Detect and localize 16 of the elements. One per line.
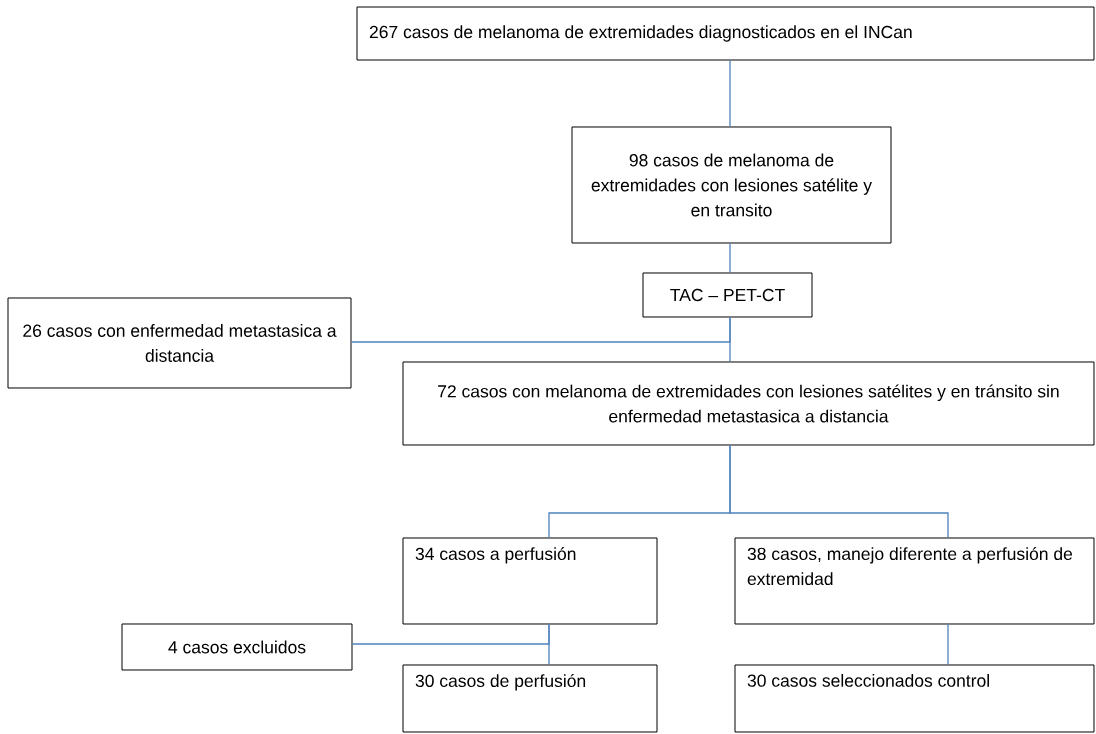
connector-line	[729, 444, 949, 539]
process-box: 34 casos a perfusión	[402, 537, 658, 625]
process-box: 267 casos de melanoma de extremidades diagnosticados en el INCan	[356, 6, 1095, 61]
process-box: 38 casos, manejo diferente a perfusión de extremidad	[734, 537, 1095, 625]
connector-line	[947, 623, 949, 666]
process-box: 30 casos de perfusión	[402, 664, 658, 733]
process-box: 98 casos de melanoma de extremidades con lesiones satélite y en transito	[571, 126, 892, 244]
process-box: 26 casos con enfermedad metastasica a distancia	[7, 297, 352, 389]
connector-line	[548, 623, 550, 666]
connector-line	[729, 316, 731, 363]
process-box: TAC – PET-CT	[642, 272, 813, 318]
process-box: 72 casos con melanoma de extremidades con lesiones satélites y en tránsito sin enfermedad metastasica a distancia	[402, 361, 1095, 446]
process-box: 4 casos excluidos	[121, 623, 353, 671]
connector-line	[729, 59, 731, 128]
connector-line	[729, 242, 731, 274]
process-box: 30 casos seleccionados control	[734, 664, 1095, 733]
